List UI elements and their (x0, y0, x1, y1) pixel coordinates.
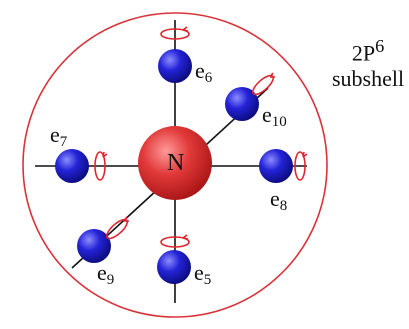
electron-label-base: e (262, 102, 272, 127)
electron-label-sub: 6 (204, 70, 213, 86)
electron-label-sub: 8 (279, 198, 288, 214)
electron-label-sub: 10 (271, 114, 287, 130)
electron-label-base: e (50, 122, 60, 147)
electron-e9 (77, 229, 111, 263)
nucleus (138, 126, 212, 200)
spin-arrow-e7 (94, 151, 108, 181)
subshell-caption: 2P6 subshell (332, 36, 404, 91)
electron-label-base: e (97, 260, 107, 285)
electron-e6 (158, 49, 192, 83)
caption-line-2: subshell (332, 65, 405, 91)
electron-label-base: e (194, 260, 204, 285)
electron-e10 (225, 87, 259, 121)
electron-label-e5: e5 (194, 262, 211, 288)
electron-label-sub: 5 (203, 272, 212, 288)
electron-label-e7: e7 (50, 124, 67, 150)
electron-label-e9: e9 (97, 262, 114, 288)
electron-label-e8: e8 (270, 188, 287, 214)
electron-label-base: e (270, 186, 280, 211)
caption-line-1: 2P6 (332, 36, 404, 66)
spin-arrow-e9 (105, 216, 129, 240)
electron-label-e10: e10 (262, 104, 287, 130)
caption-superscript: 6 (375, 36, 385, 56)
shell-circle (22, 12, 328, 318)
electron-e8 (259, 149, 293, 183)
caption-orbital: 2P (351, 40, 376, 66)
electron-label-sub: 7 (59, 134, 68, 150)
electron-label-e6: e6 (195, 60, 212, 86)
electron-label-base: e (195, 58, 205, 83)
nucleus-label: N (167, 150, 185, 176)
spin-arrow-e5 (160, 234, 190, 248)
spin-arrow-e10 (251, 72, 275, 96)
electron-e5 (157, 250, 191, 284)
electron-label-sub: 9 (106, 272, 115, 288)
spin-arrow-e8 (294, 151, 308, 181)
electron-e7 (55, 149, 89, 183)
spin-arrow-e6 (160, 26, 190, 40)
